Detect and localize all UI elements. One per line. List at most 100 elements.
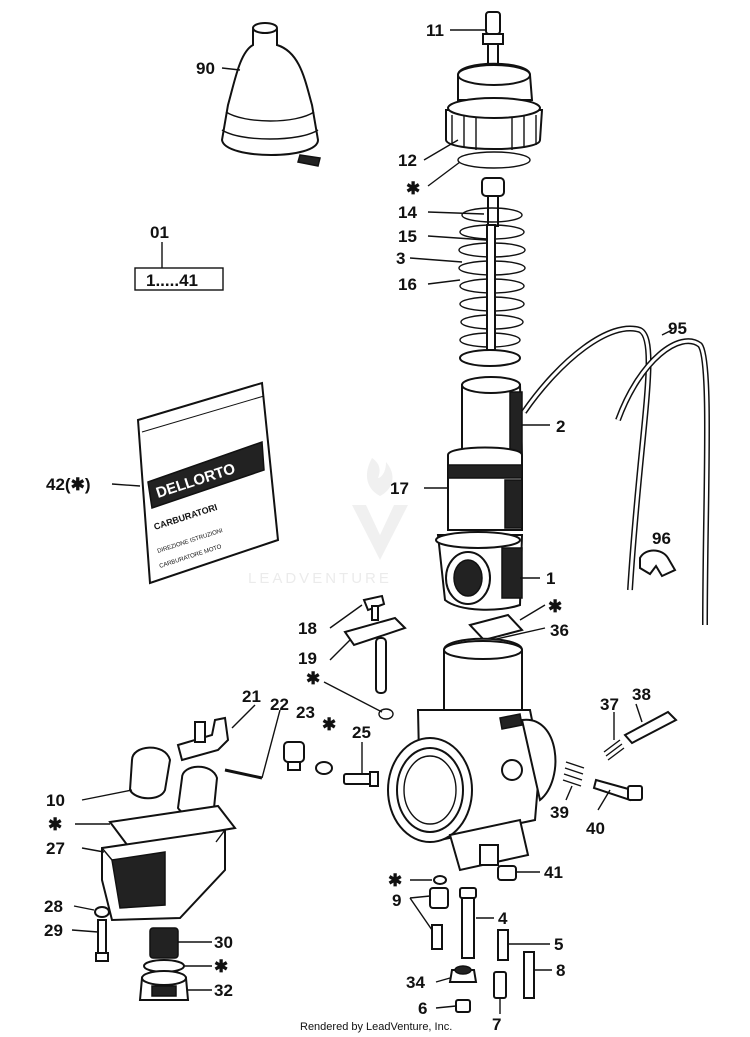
callout-32: 32 <box>214 981 233 1000</box>
callout-11: 11 <box>426 21 444 40</box>
leader-6 <box>435 1005 457 1009</box>
leader-15 <box>427 235 487 241</box>
callout-40: 40 <box>586 819 605 838</box>
leader-27 <box>81 847 105 853</box>
part-41-screw <box>497 865 517 881</box>
part-96-tube-clip <box>639 549 677 578</box>
part-14-needle-holder <box>481 177 505 227</box>
callout-6: 6 <box>418 999 427 1018</box>
callout-12: 12 <box>398 151 417 170</box>
callout-21: 21 <box>242 687 261 706</box>
callout-36: 36 <box>550 621 569 640</box>
leader-39 <box>565 785 573 801</box>
callout-95: 95 <box>668 319 687 338</box>
callout-01: 01 <box>150 223 169 242</box>
callout-2: 2 <box>556 417 565 436</box>
leader-14 <box>427 211 485 215</box>
callout-42: 42(✱) <box>46 475 90 494</box>
part-17-slide-sleeve <box>447 446 523 531</box>
callout-9: 9 <box>392 891 401 910</box>
callout-10: 10 <box>46 791 65 810</box>
part-38-idle-screw <box>623 710 678 745</box>
part-95-vent-tubes <box>521 325 711 626</box>
leader-28 <box>73 905 95 911</box>
leader-9a <box>409 895 431 899</box>
callout-3: 3 <box>396 249 405 268</box>
part-9-jets <box>429 875 449 950</box>
kit-range-box <box>134 267 224 291</box>
part-21-choke-linkage <box>176 716 230 762</box>
leader-19 <box>329 639 351 661</box>
part-42-parts-bag: DELLORTO CARBURATORI DIREZIONE ISTRUZION… <box>136 381 280 585</box>
leader-12 <box>423 139 459 161</box>
leader-36 <box>491 627 546 641</box>
callout-star-6: ✱ <box>388 871 402 890</box>
callout-23: 23 <box>296 703 315 722</box>
callout-8: 8 <box>556 961 565 980</box>
part-39-spring <box>562 761 585 787</box>
leader-22 <box>261 709 281 779</box>
part-1-carb-top-body <box>435 531 524 611</box>
part-7-jet <box>493 971 507 999</box>
leader-18 <box>329 604 363 629</box>
part-10-floats <box>128 746 219 817</box>
callout-4: 4 <box>498 909 508 928</box>
callout-41: 41 <box>544 863 563 882</box>
callout-39: 39 <box>550 803 569 822</box>
part-washer-2 <box>315 761 333 775</box>
callout-7: 7 <box>492 1015 501 1034</box>
part-30-filter <box>149 927 179 959</box>
leader-29 <box>71 929 99 933</box>
part-4-emulsion-tube <box>459 887 477 959</box>
footer-credit: Rendered by LeadVenture, Inc. <box>300 1021 452 1033</box>
leadventure-watermark: LEADVENTURE <box>248 458 408 587</box>
part-90-rubber-boot <box>220 22 321 167</box>
callout-37: 37 <box>600 695 619 714</box>
callout-34: 34 <box>406 973 425 992</box>
leader-star3 <box>323 681 383 713</box>
callout-22: 22 <box>270 695 289 714</box>
part-29-bolt <box>95 919 109 962</box>
part-8-starter-jet <box>523 951 535 999</box>
callout-star-3: ✱ <box>306 669 320 688</box>
part-27-float-bowl <box>101 804 237 922</box>
callout-17: 17 <box>390 479 409 498</box>
part-5-jet <box>497 929 509 961</box>
part-22-rod <box>224 768 263 780</box>
leader-3 <box>409 257 463 263</box>
part-18-screw <box>362 594 386 621</box>
callout-1: 1 <box>546 569 555 588</box>
callout-star-2: ✱ <box>548 597 562 616</box>
callout-18: 18 <box>298 619 317 638</box>
leader-90 <box>221 67 241 71</box>
leader-42 <box>111 483 141 487</box>
callout-kit-range: 1.....41 <box>146 271 198 290</box>
callout-star-7: ✱ <box>214 957 228 976</box>
callout-96: 96 <box>652 529 671 548</box>
part-23-fitting <box>283 741 305 771</box>
leader-10 <box>81 789 133 801</box>
leader-40 <box>597 789 611 811</box>
part-28-washer <box>94 906 110 918</box>
part-32-drain-plug <box>138 970 190 1001</box>
leader-21 <box>231 704 256 729</box>
leader-38 <box>635 703 643 723</box>
watermark-text: LEADVENTURE <box>248 570 392 587</box>
part-3-throttle-spring <box>458 207 526 367</box>
callout-star-1: ✱ <box>406 179 420 198</box>
callout-14: 14 <box>398 203 417 222</box>
callout-38: 38 <box>632 685 651 704</box>
part-gasket-ring <box>457 151 531 169</box>
callout-90: 90 <box>196 59 215 78</box>
callout-29: 29 <box>44 921 63 940</box>
callout-25: 25 <box>352 723 371 742</box>
part-37-spring <box>603 739 625 761</box>
part-34-fitting <box>448 965 478 983</box>
leader-16 <box>427 279 461 285</box>
part-12-carburetor-cap <box>445 62 544 150</box>
callout-19: 19 <box>298 649 317 668</box>
callout-30: 30 <box>214 933 233 952</box>
part-main-carb-body <box>387 637 557 872</box>
part-11-cable-adjuster <box>482 11 504 65</box>
part-6-plug <box>455 999 471 1013</box>
